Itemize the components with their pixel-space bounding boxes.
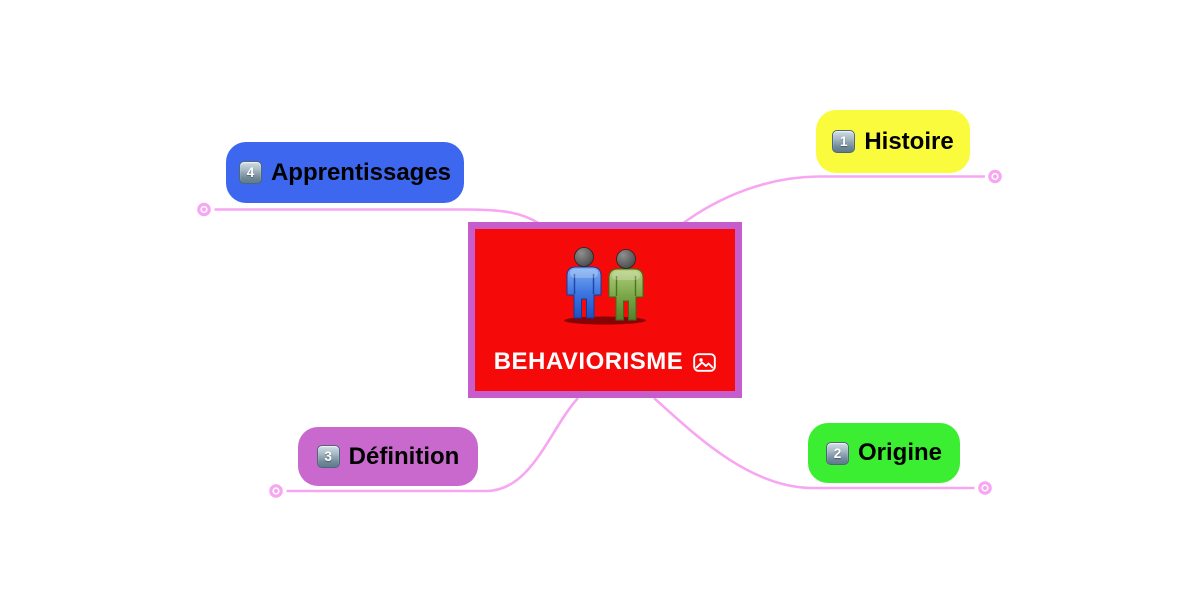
connector-histoire xyxy=(681,175,985,226)
keycap-3-badge: 3 xyxy=(316,445,340,468)
central-node-behaviorisme[interactable]: BEHAVIORISME xyxy=(468,222,742,398)
connector-definition xyxy=(286,397,579,493)
branch-endpoint-histoire[interactable] xyxy=(988,169,1002,184)
branch-endpoint-definition[interactable] xyxy=(269,484,283,498)
keycap-2-badge: 2 xyxy=(825,441,849,465)
node-histoire[interactable]: 1 Histoire xyxy=(816,110,970,173)
node-label-origine: Origine xyxy=(857,439,942,466)
branch-endpoint-apprentissages[interactable] xyxy=(197,202,211,217)
central-node-title: BEHAVIORISME xyxy=(493,348,684,375)
node-label-definition: Définition xyxy=(348,442,460,470)
branch-endpoint-origine[interactable] xyxy=(978,481,992,495)
two-people-image xyxy=(555,245,655,330)
connector-apprentissages xyxy=(214,208,541,226)
node-origine[interactable]: 2 Origine xyxy=(808,423,960,483)
node-label-apprentissages: Apprentissages xyxy=(270,158,452,186)
keycap-4-badge: 4 xyxy=(238,161,262,184)
connector-origine xyxy=(653,397,975,490)
picture-icon[interactable] xyxy=(693,352,717,372)
node-apprentissages[interactable]: 4 Apprentissages xyxy=(226,142,464,203)
keycap-1-badge: 1 xyxy=(832,130,856,153)
node-label-histoire: Histoire xyxy=(864,127,954,155)
node-definition[interactable]: 3 Définition xyxy=(298,427,478,486)
